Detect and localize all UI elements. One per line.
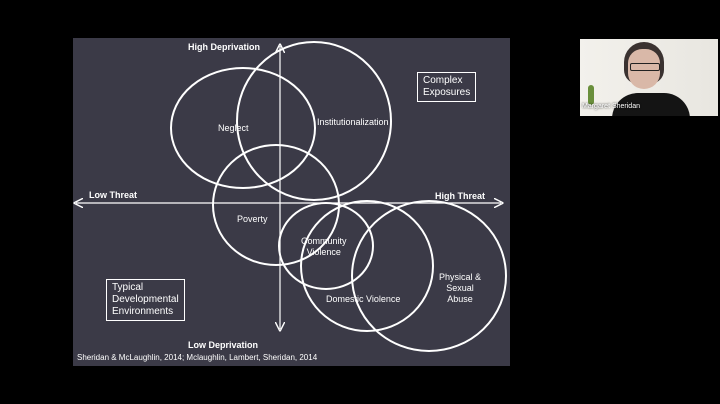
neglect-circle xyxy=(170,67,316,189)
participant-face xyxy=(628,49,660,89)
plant-image xyxy=(588,85,594,105)
typical-environments-box: Typical Developmental Environments xyxy=(106,279,185,321)
citation: Sheridan & McLaughlin, 2014; Mclaughlin,… xyxy=(77,353,318,362)
axis-label-high-threat: High Threat xyxy=(435,191,486,201)
complex-exposures-box: Complex Exposures xyxy=(417,72,477,102)
axis-label-low-deprivation: Low Deprivation xyxy=(188,340,259,350)
institutionalization-circle xyxy=(236,41,392,201)
domestic-violence-label: Domestic Violence xyxy=(326,294,401,304)
participant-name: Margaret Sheridan xyxy=(582,103,640,110)
institutionalization-label: Institutionalization xyxy=(317,117,389,127)
participant-glasses xyxy=(630,63,660,71)
participant-body xyxy=(612,93,690,116)
physical-sexual-abuse-label: Physical & Sexual Abuse xyxy=(439,272,482,304)
axis-label-high-deprivation: High Deprivation xyxy=(188,42,261,52)
community-violence-label: Community Violence xyxy=(301,236,347,257)
participant-video-tile[interactable]: Margaret Sheridan xyxy=(580,39,718,116)
diagram-svg xyxy=(73,41,507,352)
domestic-violence-circle xyxy=(300,200,434,332)
axis-label-low-threat: Low Threat xyxy=(89,190,138,200)
presentation-slide: High Deprivation Low Deprivation Low Thr… xyxy=(73,38,510,366)
physical-sexual-abuse-circle xyxy=(351,200,507,352)
neglect-label: Neglect xyxy=(218,123,249,133)
poverty-label: Poverty xyxy=(237,214,268,224)
community-violence-circle xyxy=(278,202,374,290)
